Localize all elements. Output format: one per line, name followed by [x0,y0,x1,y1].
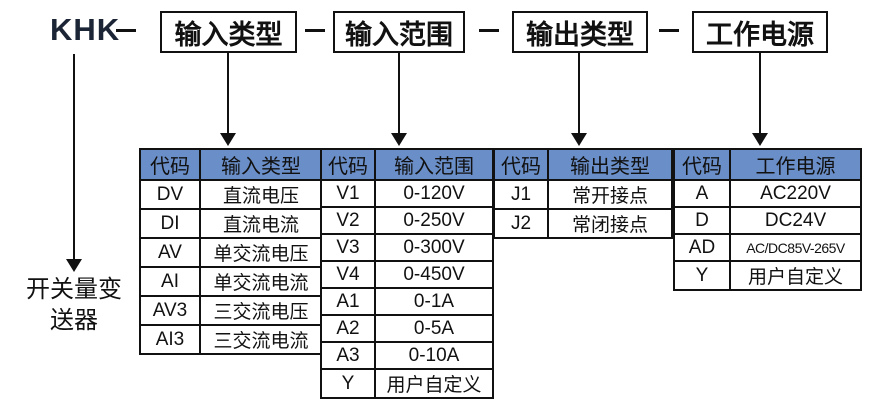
code-cell: AV3 [139,295,201,326]
value-cell: 直流电流 [199,208,323,239]
code-cell: V2 [320,206,376,235]
code-cell: J2 [493,208,549,239]
value-cell: 0-1A [374,287,494,316]
value-cell: 0-300V [374,233,494,262]
value-cell: 用户自定义 [729,260,862,291]
table-header-row: 代码输入范围 [320,148,494,181]
value-cell: 三交流电压 [199,295,323,326]
dash-separator [659,29,679,32]
dash-separator [305,29,325,32]
table-header-row: 代码工作电源 [673,148,862,181]
code-cell: AV [139,237,201,268]
product-description-line1: 开关量变 [26,276,122,303]
value-cell: 三交流电流 [199,324,323,355]
segment-label: 工作电源 [706,19,814,50]
table-header-row: 代码输出类型 [493,148,673,181]
segment-label: 输入类型 [174,19,283,50]
column-header: 输入范围 [374,148,494,181]
model-prefix-label: KHK [50,12,121,47]
code-cell: Y [673,260,731,291]
down-arrow-icon [227,53,229,133]
table-header-row: 代码输入类型 [139,148,323,181]
value-cell: 0-5A [374,314,494,343]
segment-label: 输入范围 [345,19,453,50]
code-cell: Y [320,368,376,399]
code-cell: AI [139,266,201,297]
code-cell: A1 [320,287,376,316]
column-header: 输出类型 [547,148,673,181]
code-cell: DV [139,179,201,210]
value-cell: AC/DC85V-265V [729,233,862,262]
product-description: 开关量变 送器 [14,274,134,336]
code-cell: A3 [320,341,376,370]
code-cell: AD [673,233,731,262]
column-header: 代码 [673,148,731,181]
code-cell: V3 [320,233,376,262]
column-header: 代码 [493,148,549,181]
value-cell: 0-250V [374,206,494,235]
value-cell: 常闭接点 [547,208,673,239]
code-cell: AI3 [139,324,201,355]
down-arrow-icon [759,53,761,133]
code-cell: A2 [320,314,376,343]
dash-separator [116,29,136,32]
code-cell: A [673,179,731,208]
code-cell: V4 [320,260,376,289]
column-header: 代码 [320,148,376,181]
segment-label: 输出类型 [526,19,634,50]
value-cell: 常开接点 [547,179,673,210]
value-cell: DC24V [729,206,862,235]
segment-box-input-range: 输入范围 [333,11,465,53]
dash-separator [479,29,499,32]
value-cell: AC220V [729,179,862,208]
code-cell: DI [139,208,201,239]
product-description-line2: 送器 [50,307,98,334]
code-cell: V1 [320,179,376,208]
column-header: 输入类型 [199,148,323,181]
down-arrow-icon [398,53,400,133]
value-cell: 单交流电压 [199,237,323,268]
value-cell: 0-450V [374,260,494,289]
down-arrow-icon [73,54,75,259]
segment-box-power-supply: 工作电源 [692,11,828,53]
value-cell: 直流电压 [199,179,323,210]
value-cell: 单交流电流 [199,266,323,297]
value-cell: 0-120V [374,179,494,208]
value-cell: 用户自定义 [374,368,494,399]
code-cell: D [673,206,731,235]
segment-box-output-type: 输出类型 [512,11,648,53]
segment-box-input-type: 输入类型 [160,11,297,53]
column-header: 工作电源 [729,148,862,181]
down-arrow-icon [578,53,580,133]
code-cell: J1 [493,179,549,210]
value-cell: 0-10A [374,341,494,370]
column-header: 代码 [139,148,201,181]
